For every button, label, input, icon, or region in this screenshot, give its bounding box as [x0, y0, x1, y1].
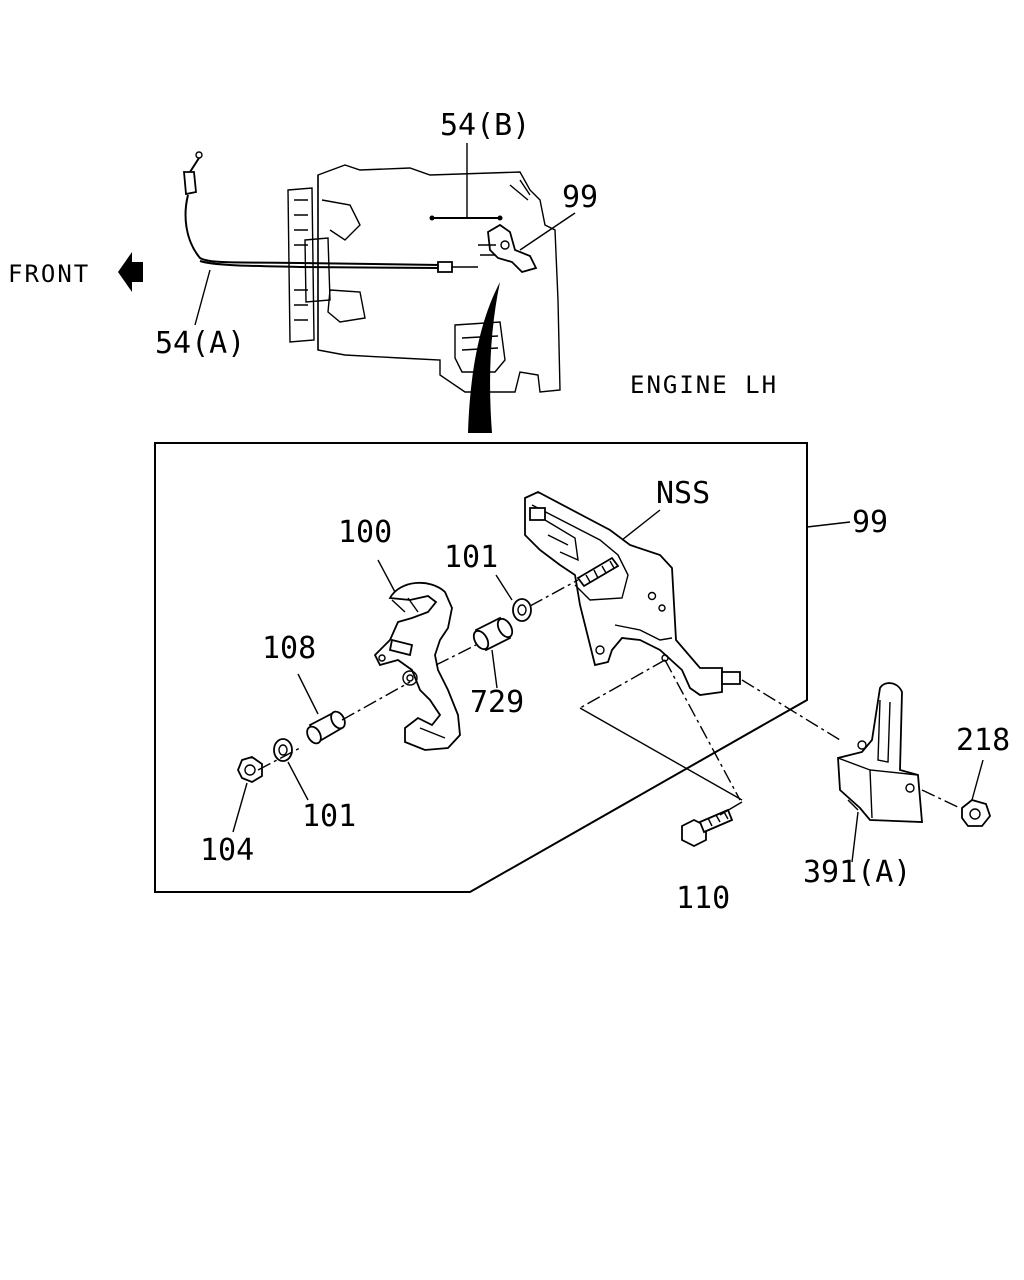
bushing-108 — [306, 710, 346, 745]
label-391a: 391(A) — [803, 855, 911, 890]
label-99-box: 99 — [852, 505, 888, 540]
label-101-lower: 101 — [302, 799, 356, 834]
label-front: FRONT — [8, 260, 90, 288]
bolt-110 — [681, 808, 734, 848]
cable-end-fitting — [195, 151, 203, 159]
lever-assembly-small — [478, 223, 538, 274]
spacer-729 — [472, 616, 514, 652]
label-104: 104 — [200, 833, 254, 868]
label-729: 729 — [470, 685, 524, 720]
front-arrow-icon — [118, 252, 143, 292]
nut-104 — [237, 756, 263, 784]
label-100: 100 — [338, 515, 392, 550]
label-101-upper: 101 — [444, 540, 498, 575]
label-engine-lh: ENGINE LH — [630, 371, 778, 399]
nut-218 — [961, 799, 992, 827]
label-108: 108 — [262, 631, 316, 666]
washer-101-lower — [273, 738, 293, 762]
bracket-nss — [524, 490, 741, 696]
detail-box — [154, 442, 808, 893]
engine-overview — [183, 151, 561, 433]
bracket-391a — [837, 682, 923, 823]
label-110: 110 — [676, 881, 730, 916]
label-99-top: 99 — [562, 180, 598, 215]
label-54b: 54(B) — [440, 108, 530, 143]
label-218: 218 — [956, 723, 1010, 758]
label-nss: NSS — [656, 476, 710, 511]
lever-100 — [373, 581, 461, 751]
washer-101-upper — [512, 598, 532, 622]
label-54a: 54(A) — [155, 326, 245, 361]
detail-callout-wedge — [468, 282, 500, 433]
